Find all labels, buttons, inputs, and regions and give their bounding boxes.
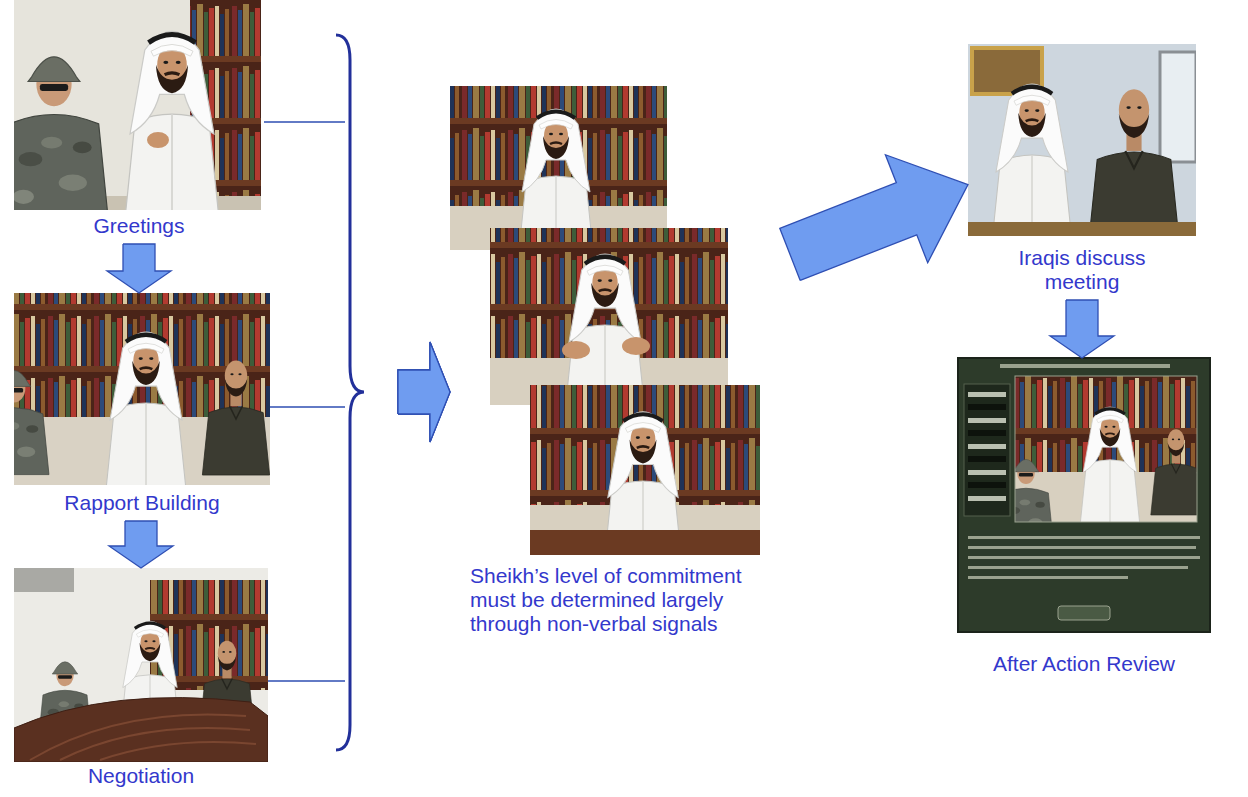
- after-action-review-screen-part-part: [1080, 407, 1140, 522]
- screen-node: After Action Review: [958, 358, 1210, 682]
- iraqis-picture: [968, 44, 1196, 236]
- picture-area: [14, 568, 268, 762]
- after-action-review-screen-part: [1058, 606, 1110, 620]
- after-action-review-screen-part: [1015, 376, 1197, 522]
- sheikh-picture-part: [530, 530, 760, 555]
- rapport-picture-part: [202, 361, 269, 475]
- negotiation-picture-part: [14, 568, 74, 592]
- after-action-review-screen-part: [968, 566, 1188, 569]
- after-action-review-screen-part: [958, 358, 1210, 632]
- curly-brace: [336, 35, 364, 750]
- after-action-review-screen-part: [968, 392, 1006, 397]
- picture-node: Rapport Building: [14, 293, 270, 521]
- negotiation-picture-part: [30, 714, 256, 760]
- picture-stack-node: Sheikh’s level of commitment must be det…: [450, 86, 790, 642]
- greetings-picture-part: [147, 132, 169, 148]
- negotiation-picture: [14, 568, 268, 762]
- after-action-review-screen-part: [964, 384, 1010, 516]
- after-action-review-screen: [958, 358, 1210, 632]
- picture-area: [14, 0, 264, 210]
- block-arrow: [1050, 300, 1114, 358]
- sheikh-picture-part: [562, 341, 590, 359]
- sheikh-picture: [450, 86, 667, 250]
- after-action-review-screen-part: [1015, 376, 1197, 522]
- caption-text: Greetings: [14, 214, 264, 238]
- negotiation-picture-part: [14, 568, 268, 762]
- caption-text: Sheikh’s level of commitment must be det…: [450, 564, 760, 636]
- iraqis-picture-part: [1160, 52, 1196, 162]
- caption-text: Rapport Building: [14, 491, 270, 515]
- after-action-review-screen-part: [968, 556, 1200, 559]
- sheikh-picture: [530, 385, 760, 555]
- after-action-review-screen-part: [968, 536, 1200, 539]
- picture-area: [450, 86, 790, 556]
- block-arrow: [109, 521, 173, 568]
- negotiation-picture-part: [14, 698, 268, 762]
- picture-area: [958, 358, 1210, 632]
- after-action-review-screen-part: [968, 444, 1006, 449]
- rapport-picture: [14, 293, 270, 485]
- sheikh-picture: [490, 228, 728, 405]
- block-arrow: [268, 342, 450, 681]
- block-arrow: [107, 244, 171, 293]
- after-action-review-screen-part-part: [1151, 429, 1197, 515]
- after-action-review-screen-part: [1000, 364, 1170, 368]
- picture-area: [14, 293, 270, 485]
- after-action-review-screen-part: [968, 418, 1006, 423]
- greetings-picture: [14, 0, 261, 210]
- greetings-picture-part: [125, 31, 219, 210]
- after-action-review-screen-part: [968, 430, 1006, 436]
- rapport-picture-part: [106, 332, 186, 485]
- after-action-review-screen-part: [968, 546, 1196, 549]
- iraqis-picture-part: [1089, 89, 1180, 236]
- caption-text: After Action Review: [958, 652, 1210, 676]
- iraqis-picture-part: [968, 222, 1196, 236]
- sheikh-picture-part: [565, 254, 645, 405]
- after-action-review-screen-part-part: [1015, 459, 1053, 522]
- picture-node: Negotiation: [14, 568, 268, 794]
- caption-text: Negotiation: [14, 764, 268, 788]
- rapport-picture-part: [14, 370, 49, 474]
- iraqis-picture-part: [992, 84, 1072, 236]
- picture-node: Iraqis discuss meeting: [968, 44, 1196, 300]
- picture-area: [968, 44, 1196, 236]
- after-action-review-screen-part: [968, 456, 1006, 462]
- greetings-picture-part: [14, 57, 108, 210]
- caption-text: Iraqis discuss meeting: [997, 246, 1167, 294]
- after-action-review-screen-part: [968, 470, 1006, 475]
- after-action-review-screen-part: [968, 576, 1128, 579]
- sheikh-picture-part: [622, 337, 650, 355]
- after-action-review-screen-part: [968, 496, 1006, 501]
- picture-node: Greetings: [14, 0, 264, 244]
- block-arrow: [780, 155, 968, 281]
- after-action-review-screen-part: [968, 482, 1006, 488]
- after-action-review-screen-part: [968, 404, 1006, 410]
